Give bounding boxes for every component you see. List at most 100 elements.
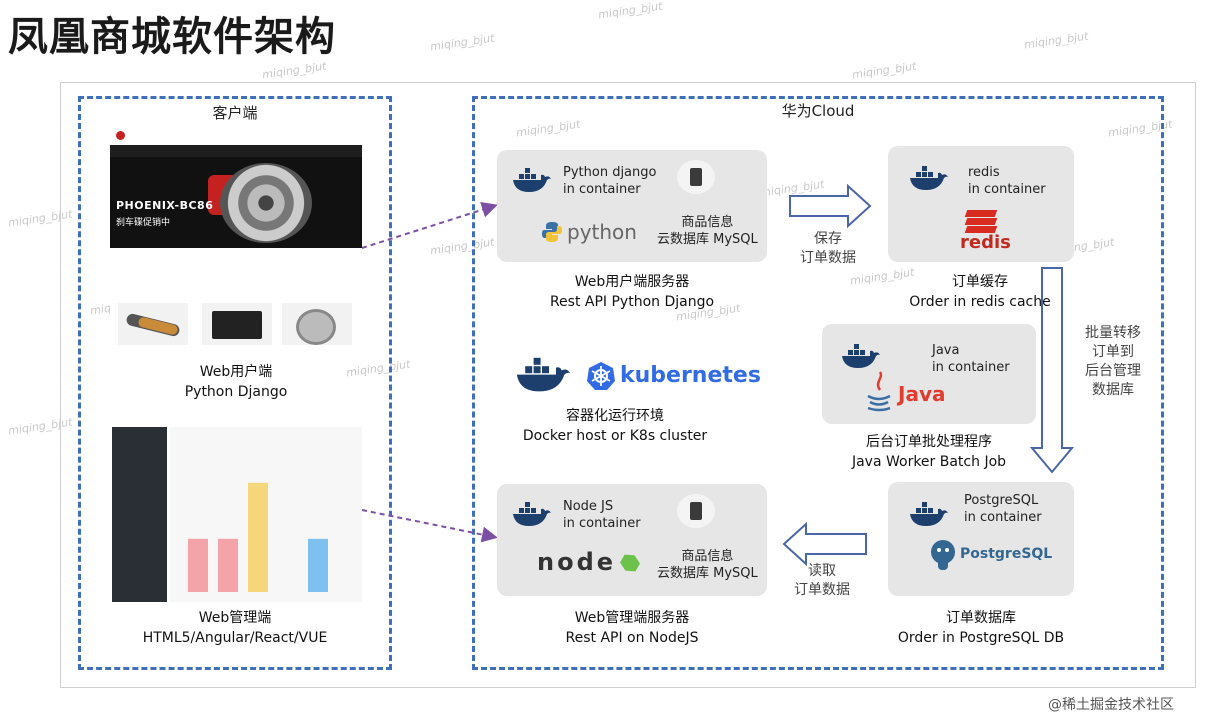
admin-chart-bar (248, 482, 268, 592)
brake-disc-image (220, 163, 312, 243)
redis-logo-text: redis (960, 232, 1011, 253)
product-image (282, 303, 352, 345)
shop-nav (110, 145, 362, 157)
read-arrow-label: 读取 订单数据 (780, 562, 864, 600)
python-server-caption: Web用户端服务器 Rest API Python Django (497, 272, 767, 312)
admin-bar-chart (188, 482, 328, 592)
kubernetes-caption-title: 容器化运行环境 (566, 408, 664, 424)
save-arrow-label: 保存 订单数据 (786, 230, 870, 268)
save-arrow (789, 183, 872, 229)
node-db-title: 商品信息 (681, 549, 734, 564)
admin-chart-bar (308, 538, 328, 592)
shop-to-python-connector (361, 202, 498, 249)
kubernetes-icon (587, 362, 615, 390)
postgres-caption: 订单数据库 Order in PostgreSQL DB (872, 608, 1090, 648)
docker-icon (516, 357, 570, 392)
batch-arrow-line4: 数据库 (1092, 382, 1134, 398)
node-caption-title: Web管理端服务器 (574, 610, 690, 626)
node-js-icon (618, 551, 643, 576)
read-arrow-line2: 订单数据 (794, 582, 850, 598)
mysql-icon (677, 494, 715, 528)
java-icon (867, 371, 891, 412)
java-caption: 后台订单批处理程序 Java Worker Batch Job (810, 432, 1048, 472)
client-label: 客户端 (212, 104, 258, 122)
python-db-title: 商品信息 (681, 215, 734, 230)
redis-caption-subtitle: Order in redis cache (909, 294, 1051, 310)
node-logo-text: node (537, 548, 617, 576)
footer-source: @稀土掘金技术社区 (1048, 697, 1174, 713)
redis-caption-title: 订单缓存 (952, 274, 1008, 290)
redis-icon (964, 210, 998, 233)
read-arrow (782, 521, 867, 567)
admin-sidebar (112, 427, 167, 602)
python-db-subtitle: 云数据库 MySQL (657, 232, 758, 247)
redis-caption: 订单缓存 Order in redis cache (880, 272, 1080, 312)
python-caption-subtitle: Rest API Python Django (549, 294, 715, 310)
shop-caption-title: Web用户端 (199, 364, 273, 380)
shop-header (110, 125, 362, 145)
read-arrow-line1: 读取 (808, 563, 836, 579)
python-container-subtitle: in container (563, 182, 641, 197)
page-title: 凤凰商城软件架构 (8, 14, 336, 60)
batch-arrow-line3: 后台管理 (1085, 363, 1141, 379)
banner-title: PHOENIX-BC86 (116, 199, 214, 212)
batch-arrow (1029, 267, 1075, 474)
admin-chart-bar (218, 538, 238, 592)
admin-caption-title: Web管理端 (198, 610, 272, 626)
postgres-card: PostgreSQL in container PostgreSQL (888, 482, 1074, 596)
java-caption-title: 后台订单批处理程序 (866, 434, 992, 450)
cloud-box (472, 96, 1164, 670)
slide-frame (60, 82, 1196, 688)
kubernetes-caption-subtitle: Docker host or K8s cluster (522, 428, 708, 444)
python-logo-text: python (567, 220, 637, 244)
product-image (118, 303, 188, 345)
python-server-card: Python django in container python 商品信息 云… (497, 150, 767, 262)
admin-screenshot (112, 427, 362, 602)
batch-arrow-label: 批量转移 订单到 后台管理 数据库 (1078, 324, 1148, 400)
docker-icon (910, 502, 948, 526)
python-caption-title: Web用户端服务器 (574, 274, 690, 290)
java-container-title: Java (932, 343, 960, 358)
product-image (202, 303, 272, 345)
node-server-card: Node JS in container node 商品信息 云数据库 MySQ… (497, 484, 767, 596)
admin-chart-bar (188, 538, 208, 592)
java-caption-subtitle: Java Worker Batch Job (851, 454, 1007, 470)
admin-to-node-connector (361, 509, 498, 543)
batch-arrow-line1: 批量转移 (1085, 325, 1141, 341)
java-container-subtitle: in container (932, 360, 1010, 375)
shop-caption: Web用户端 Python Django (110, 362, 362, 402)
node-server-caption: Web管理端服务器 Rest API on NodeJS (497, 608, 767, 648)
docker-icon (513, 168, 551, 192)
node-caption-subtitle: Rest API on NodeJS (565, 630, 699, 646)
batch-arrow-line2: 订单到 (1092, 344, 1134, 360)
node-container-title: Node JS (563, 499, 614, 514)
docker-icon (910, 166, 948, 190)
save-arrow-line2: 订单数据 (800, 250, 856, 266)
shop-banner: PHOENIX-BC86 刹车碟促销中 (110, 145, 362, 248)
python-icon (542, 222, 562, 242)
kubernetes-caption: 容器化运行环境 Docker host or K8s cluster (500, 406, 730, 446)
banner-subtitle: 刹车碟促销中 (116, 218, 171, 228)
mysql-icon (677, 160, 715, 194)
shop-screenshot: PHOENIX-BC86 刹车碟促销中 (110, 125, 362, 350)
node-container-subtitle: in container (563, 516, 641, 531)
postgres-container-subtitle: in container (964, 510, 1042, 525)
python-container-title: Python django (563, 165, 657, 180)
kubernetes-logo-text: kubernetes (620, 363, 761, 388)
postgres-caption-title: 订单数据库 (946, 610, 1016, 626)
admin-chart-area (170, 427, 362, 602)
docker-icon (842, 344, 880, 368)
cloud-label: 华为Cloud (781, 102, 855, 120)
postgres-caption-subtitle: Order in PostgreSQL DB (897, 630, 1065, 646)
admin-caption-subtitle: HTML5/Angular/React/VUE (142, 630, 328, 646)
postgres-container-title: PostgreSQL (964, 493, 1039, 508)
postgres-logo-text: PostgreSQL (960, 546, 1053, 562)
admin-caption: Web管理端 HTML5/Angular/React/VUE (90, 608, 380, 648)
java-logo-text: Java (898, 382, 946, 406)
redis-container-subtitle: in container (968, 182, 1046, 197)
shop-caption-subtitle: Python Django (184, 384, 288, 400)
redis-container-title: redis (968, 165, 1000, 180)
client-box (78, 96, 392, 670)
shop-logo-icon (116, 130, 125, 140)
redis-card: redis in container redis (888, 146, 1074, 262)
